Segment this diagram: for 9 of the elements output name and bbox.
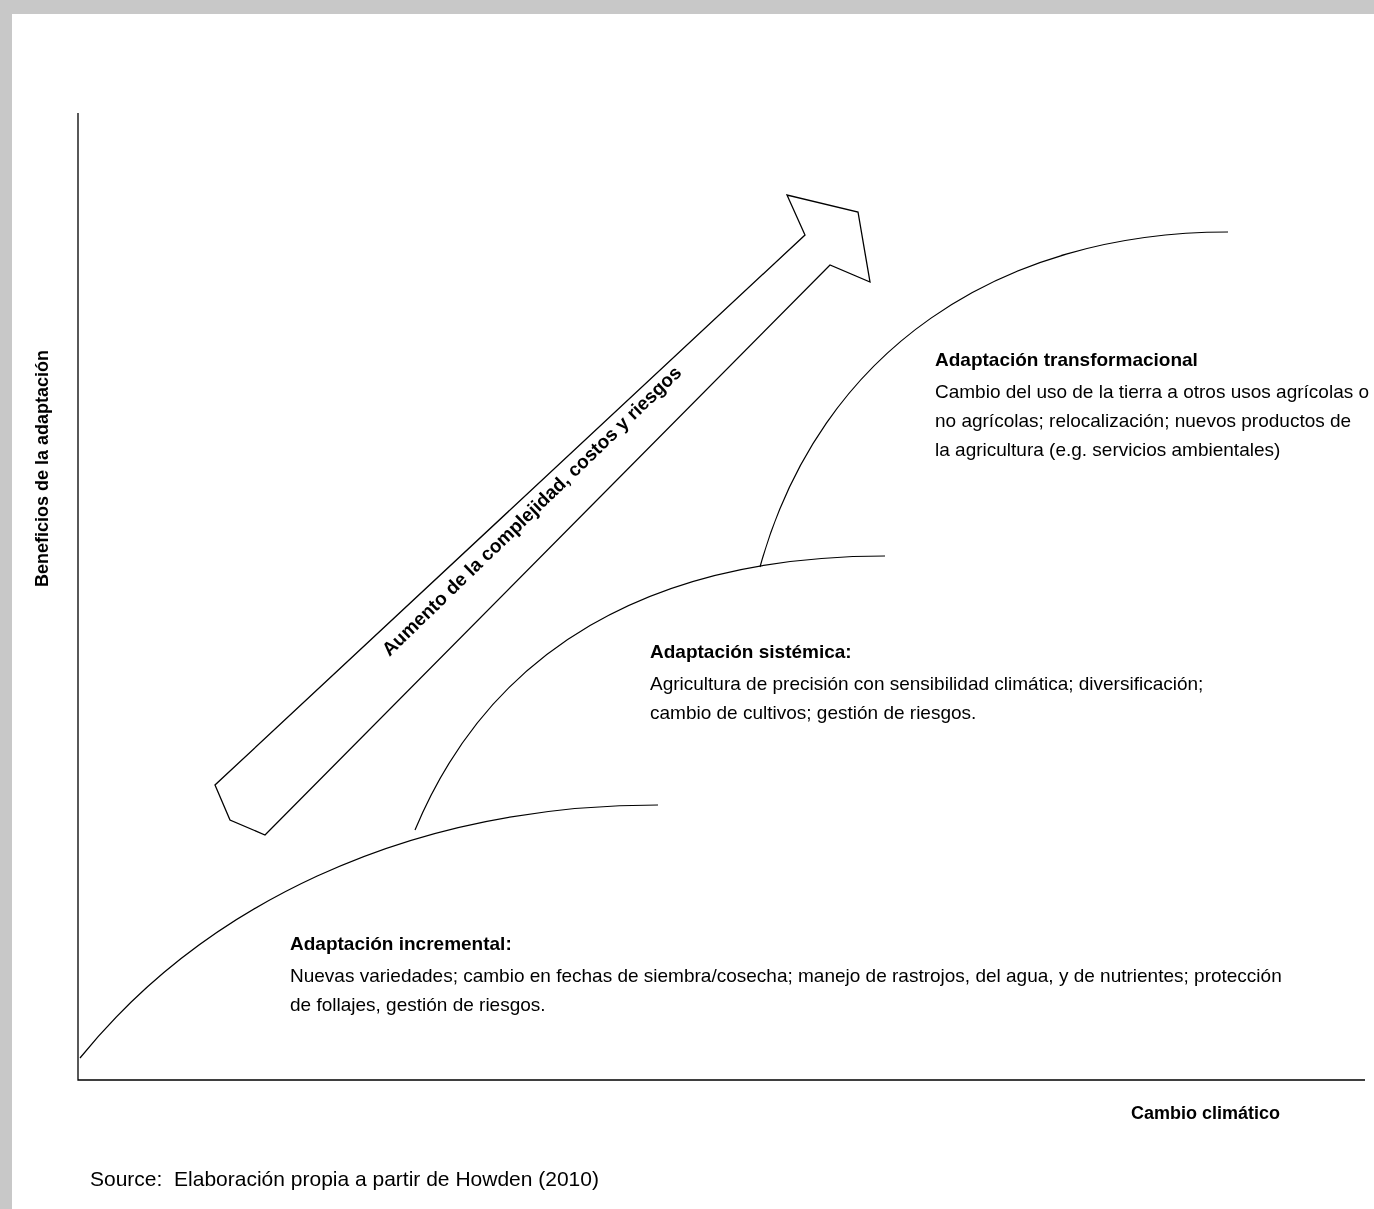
description-text: Nuevas variedades; cambio en fechas de siembra/cosecha; manejo de rastrojos, del agua, y de nutrientes; protección de follajes, gestión de riesgos. xyxy=(290,964,1283,1017)
axis-title: Beneficios de la adaptación xyxy=(30,348,53,590)
axis-title: Cambio climático xyxy=(1129,1102,1280,1125)
section-heading: Adaptación transformacional xyxy=(935,348,1199,372)
section-heading: Adaptación sistémica: xyxy=(650,640,853,664)
section-heading: Adaptación incremental: xyxy=(290,932,513,956)
description-text: Cambio del uso de la tierra a otros usos agrícolas o no agrícolas; relocalización; nuevos productos de la agricultura (e.g. servicios ambientales) xyxy=(935,380,1371,462)
description-text: Agricultura de precisión con sensibilidad climática; diversificación; cambio de cultivos; gestión de riesgos. xyxy=(650,672,1205,725)
caption: Source: Elaboración propia a partir de Howden (2010) xyxy=(90,1166,599,1192)
